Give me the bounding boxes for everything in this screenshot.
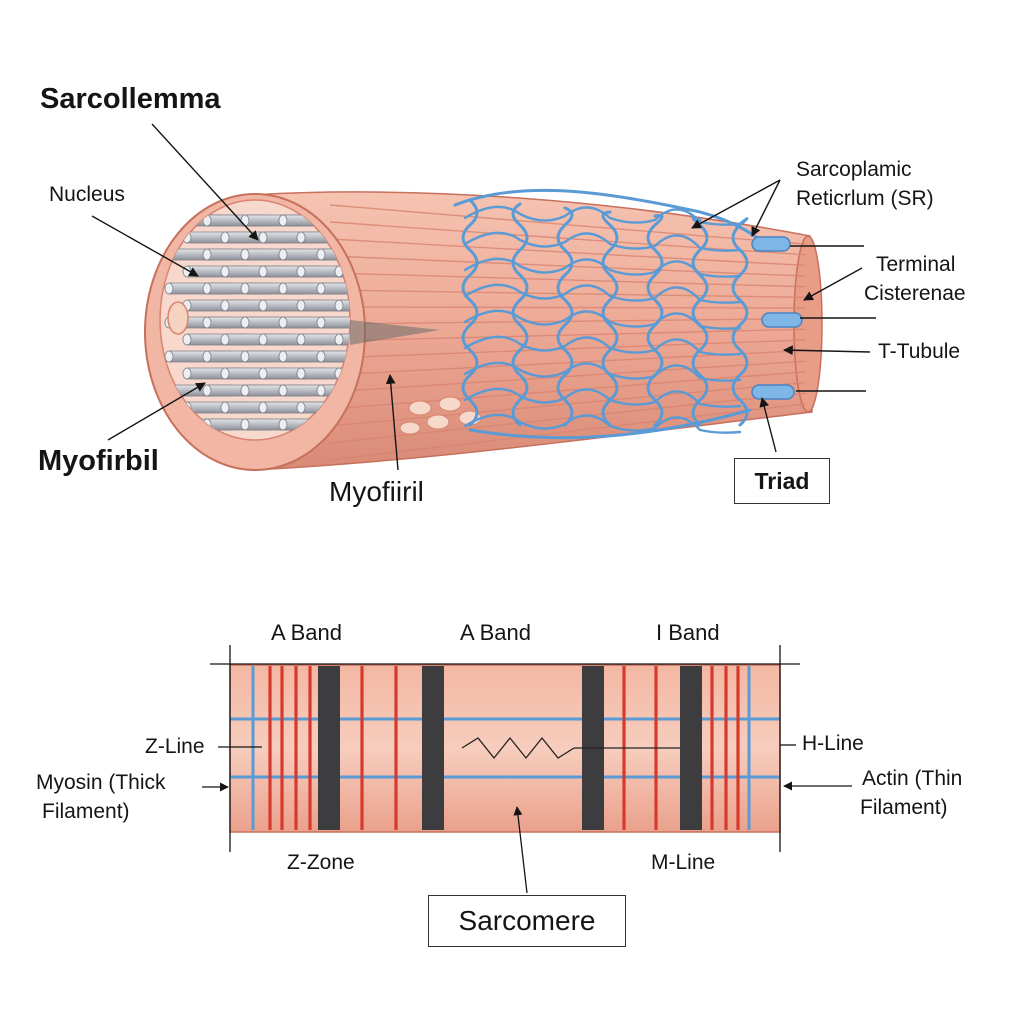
terminal-cisternae [751,236,803,400]
label-nucleus: Nucleus [49,183,125,206]
fiber-leader-lines [91,123,876,471]
label-band-3: I Band [656,620,720,645]
label-band-1: A Band [271,620,342,645]
label-sr-line2: Reticrlum (SR) [796,187,934,210]
nucleus-shape [167,301,189,335]
sarcomere-frame [210,645,800,852]
cut-notch [350,320,440,345]
sarcomere-diagram [210,645,800,852]
label-t-tubule: T-Tubule [878,340,961,363]
label-myosin-line2: Filament) [42,800,130,823]
sarcoplasmic-reticulum-network [453,188,762,440]
label-sr-line1: Sarcoplamic [796,158,912,181]
label-h-line: H-Line [802,732,864,755]
label-sarcomere: Sarcomere [428,895,626,947]
label-band-2: A Band [460,620,531,645]
label-actin-line2: Filament) [860,796,948,819]
label-myosin-line1: Myosin (Thick [36,771,166,794]
sarcomere-leader-lines [202,744,852,894]
label-m-line: M-Line [651,851,716,874]
label-myofibril-left: Myofirbil [38,445,159,477]
surface-nuclei [399,396,482,435]
h-zone-zigzag [461,736,575,760]
label-terminal-line1: Terminal [876,253,956,276]
label-myofibril-center: Myofiiril [329,476,424,507]
label-z-zone: Z-Zone [287,851,355,874]
muscle-fiber [144,188,823,471]
label-actin-line1: Actin (Thin [862,767,963,790]
label-sarcolemma: Sarcollemma [40,83,221,115]
label-terminal-line2: Cisterenae [864,282,966,305]
label-triad: Triad [734,458,830,504]
label-z-line: Z-Line [145,735,205,758]
